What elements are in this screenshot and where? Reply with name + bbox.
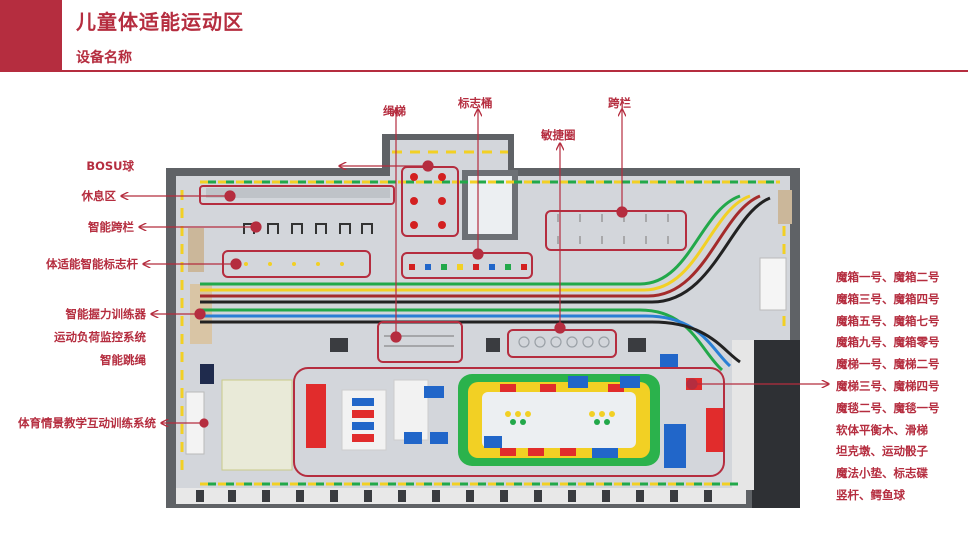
track-green [200, 194, 741, 286]
label-smart-marker-pole: 体适能智能标志杆 [46, 257, 138, 271]
header-accent-block [0, 0, 62, 72]
list-item: 坦克墩、运动骰子 [836, 444, 928, 459]
agility-rings [518, 336, 610, 348]
list-item: 魔法小垫、标志碟 [836, 466, 928, 481]
label-load-monitor: 运动负荷监控系统 [54, 330, 146, 344]
list-item: 软体平衡木、滑梯 [836, 422, 928, 437]
corridor-wall [732, 340, 754, 490]
list-item: 魔箱九号、魔箱零号 [836, 335, 940, 350]
equipment [206, 173, 724, 471]
track-yellow [200, 194, 751, 292]
marker-buckets [409, 264, 527, 270]
right-equipment-list: 魔箱一号、魔箱二号 魔箱三号、魔箱四号 魔箱五号、魔箱七号 魔箱九号、魔箱零号 … [836, 267, 940, 507]
label-interactive-system: 体育情景教学互动训练系统 [18, 416, 156, 430]
leader-lines [122, 110, 828, 428]
label-rest-area: 休息区 [81, 189, 117, 203]
label-smart-jump-rope: 智能跳绳 [100, 353, 146, 367]
dice-mat-area [221, 379, 293, 471]
bosu-balls [410, 173, 446, 229]
stool-b [486, 338, 500, 352]
rest-bench [206, 188, 390, 198]
red-box [306, 384, 326, 448]
frame-rope-ladder [377, 321, 463, 363]
track-green-lower [200, 308, 724, 372]
ladder-mat [393, 379, 429, 441]
frame-play-zone [293, 367, 725, 477]
stool-a [330, 338, 348, 352]
track-black [200, 196, 771, 304]
ring-red-blocks [500, 384, 624, 456]
track-black-lower [200, 320, 741, 364]
list-item: 竖杆、鳄鱼球 [836, 487, 905, 502]
list-item: 魔梯一号、魔梯二号 [836, 357, 940, 372]
corridor [752, 340, 800, 508]
list-item: 魔箱一号、魔箱二号 [836, 270, 940, 284]
right-cabinet [778, 190, 792, 224]
label-agility-ring: 敏捷圈 [541, 128, 576, 142]
right-kiosk [759, 257, 787, 311]
mat-dots-green [510, 419, 610, 425]
hurdles [557, 214, 669, 244]
frame-hurdles [545, 210, 687, 251]
marker-poles [244, 262, 344, 266]
blue-block-a [660, 354, 678, 368]
label-marker-bucket: 标志桶 [458, 96, 493, 110]
pillar-inner [468, 176, 512, 234]
stool-c [628, 338, 646, 352]
mat-dots [505, 411, 615, 417]
list-item: 魔箱三号、魔箱四号 [836, 291, 940, 306]
list-item: 魔梯三号、魔梯四号 [836, 378, 940, 393]
track-red [200, 194, 761, 298]
running-tracks [200, 194, 771, 372]
label-hurdle: 跨栏 [608, 96, 631, 110]
page-title: 儿童体适能运动区 [76, 10, 244, 34]
blue-block-b [664, 424, 686, 468]
list-item: 魔箱五号、魔箱七号 [836, 313, 940, 328]
list-item: 魔毯二号、魔毯一号 [836, 400, 940, 415]
load-monitor-screen [200, 364, 214, 384]
cabinet-upper [188, 228, 204, 272]
label-bosu-ball: BOSU球 [86, 159, 134, 173]
frame-rest-area [199, 185, 395, 205]
label-rope-ladder: 绳梯 [383, 104, 406, 118]
window-mullions [196, 490, 712, 502]
label-grip-trainer: 智能握力训练器 [65, 307, 147, 321]
window-strip [176, 488, 746, 504]
balance-ring-inner [482, 392, 636, 448]
ring-blue-blocks [484, 376, 640, 458]
label-smart-hurdle: 智能跨栏 [88, 220, 134, 234]
red-block-right [706, 408, 724, 452]
header-divider [62, 70, 968, 72]
page-subtitle: 设备名称 [76, 50, 132, 66]
frame-marker-buckets [401, 252, 533, 279]
